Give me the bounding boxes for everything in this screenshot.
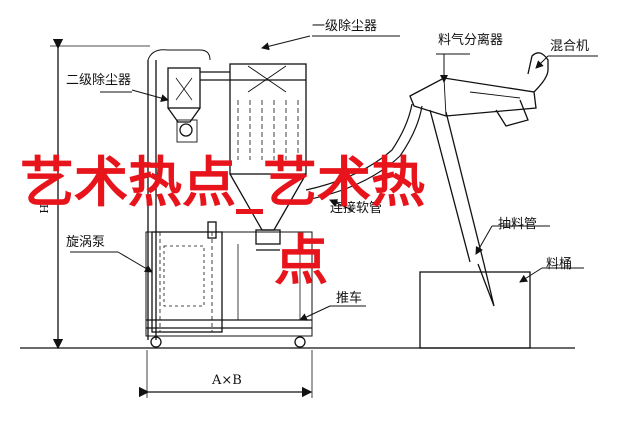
connecting-hose xyxy=(305,103,413,191)
width-dimension xyxy=(138,350,313,398)
label-material-separator: 料气分离器 xyxy=(438,33,504,48)
label-cyclone-pump: 旋涡泵 xyxy=(66,235,106,250)
overlay-title-line2: 点 xyxy=(274,229,328,292)
label-mixer: 混合机 xyxy=(550,39,590,54)
top-pipe xyxy=(200,71,230,81)
bucket-body xyxy=(419,271,531,349)
vertical-pipe xyxy=(147,60,157,340)
label-bucket: 料桶 xyxy=(546,257,573,272)
label-cart: 推车 xyxy=(336,291,363,306)
overlay-title-line1: 艺术热点_艺术热 xyxy=(20,151,425,214)
secondary-collector-body xyxy=(167,67,201,143)
label-width-dimension: A×B xyxy=(212,373,242,388)
suction-pipe xyxy=(429,109,495,307)
primary-collector-body xyxy=(229,63,307,251)
label-primary-collector: 一级除尘器 xyxy=(312,19,378,34)
label-connecting-pipe: 连接软管 xyxy=(330,201,383,216)
label-secondary-collector: 二级除尘器 xyxy=(66,73,132,88)
cyclone-pump-body xyxy=(151,221,223,333)
label-suction-pipe: 抽料管 xyxy=(498,217,538,232)
label-height: H xyxy=(37,204,50,214)
cart-frame xyxy=(145,231,313,348)
